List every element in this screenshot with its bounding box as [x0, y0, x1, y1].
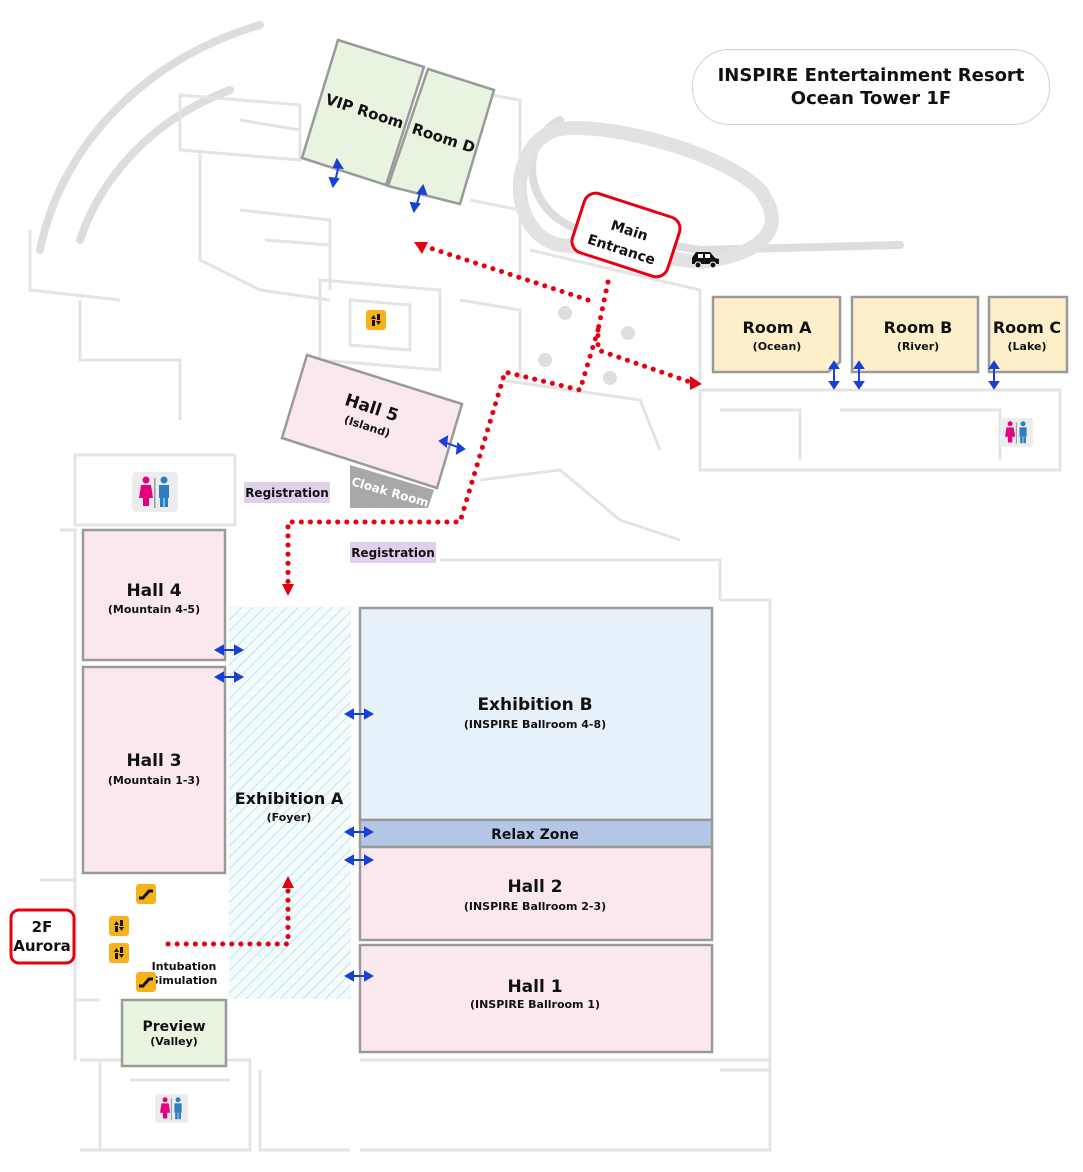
restroom-icon: [132, 472, 178, 512]
intubation-line1: Intubation: [152, 960, 217, 973]
wall-lines: [28, 88, 1062, 1152]
escalator-icon: [136, 972, 156, 992]
preview-sub: (Valley): [150, 1035, 198, 1048]
room-c-label: Room C: [993, 318, 1061, 337]
title-line-2: Ocean Tower 1F: [790, 88, 952, 109]
restroom-icon: [1000, 418, 1034, 447]
exhibition-a-sub: (Foyer): [267, 811, 312, 824]
registration-label-1: Registration: [245, 486, 329, 500]
exhibition-a[interactable]: Exhibition A (Foyer): [229, 607, 351, 999]
room-c-sub: (Lake): [1008, 340, 1047, 353]
room-a[interactable]: Room A (Ocean): [711, 295, 842, 374]
elevator-icon: [109, 916, 129, 936]
room-d[interactable]: Room D: [386, 67, 496, 206]
hall-4-sub: (Mountain 4-5): [108, 603, 200, 616]
route-arrowheads: [282, 242, 702, 888]
hall-4-label: Hall 4: [126, 581, 181, 601]
title-line-1: INSPIRE Entertainment Resort: [717, 65, 1025, 86]
restroom-icon: [155, 1094, 189, 1123]
exhibition-b[interactable]: Exhibition B (INSPIRE Ballroom 4-8): [358, 606, 714, 822]
intubation-simulation-label: Intubation Simulation: [151, 960, 218, 987]
preview-room[interactable]: Preview (Valley): [120, 998, 228, 1068]
elevator-icon: [109, 943, 129, 963]
map-title: INSPIRE Entertainment Resort Ocean Tower…: [692, 49, 1050, 125]
hall-2[interactable]: Hall 2 (INSPIRE Ballroom 2-3): [358, 845, 714, 942]
elevator-icon: [366, 310, 386, 330]
aurora-line2: Aurora: [13, 937, 71, 955]
hall-5[interactable]: Hall 5 (Island): [280, 353, 464, 490]
room-b-sub: (River): [897, 340, 939, 353]
pillars: [538, 306, 635, 385]
car-icon: [692, 252, 719, 269]
hall-1-sub: (INSPIRE Ballroom 1): [470, 998, 600, 1011]
registration-label-2: Registration: [351, 546, 435, 560]
hall-1[interactable]: Hall 1 (INSPIRE Ballroom 1): [358, 943, 714, 1054]
room-b[interactable]: Room B (River): [850, 295, 980, 374]
preview-label: Preview: [142, 1019, 205, 1035]
room-b-label: Room B: [884, 318, 953, 337]
escalator-icon: [136, 884, 156, 904]
room-a-label: Room A: [743, 318, 813, 337]
door-arrow-icon: [213, 157, 1000, 982]
aurora-line1: 2F: [32, 918, 53, 936]
room-a-sub: (Ocean): [753, 340, 802, 353]
exhibition-b-label: Exhibition B: [477, 695, 592, 715]
hall-2-label: Hall 2: [507, 877, 562, 897]
registration-desk-1[interactable]: Registration: [244, 482, 330, 503]
vip-room[interactable]: VIP Room: [300, 38, 426, 187]
exhibition-a-label: Exhibition A: [235, 789, 344, 808]
hall-4[interactable]: Hall 4 (Mountain 4-5): [81, 528, 227, 662]
room-c[interactable]: Room C (Lake): [987, 295, 1069, 374]
hall-3[interactable]: Hall 3 (Mountain 1-3): [81, 665, 227, 875]
aurora-2f-label[interactable]: 2F Aurora: [9, 908, 76, 965]
registration-desk-2[interactable]: Registration: [350, 542, 436, 563]
relax-zone-label: Relax Zone: [491, 827, 579, 843]
hall-3-sub: (Mountain 1-3): [108, 774, 200, 787]
main-entrance[interactable]: Main Entrance: [569, 190, 683, 280]
intubation-line2: Simulation: [151, 974, 218, 987]
route-path: [165, 245, 693, 947]
hall-2-sub: (INSPIRE Ballroom 2-3): [464, 900, 606, 913]
exhibition-b-sub: (INSPIRE Ballroom 4-8): [464, 718, 606, 731]
relax-zone[interactable]: Relax Zone: [358, 818, 714, 849]
hall-3-label: Hall 3: [126, 751, 181, 771]
hall-1-label: Hall 1: [507, 977, 562, 997]
